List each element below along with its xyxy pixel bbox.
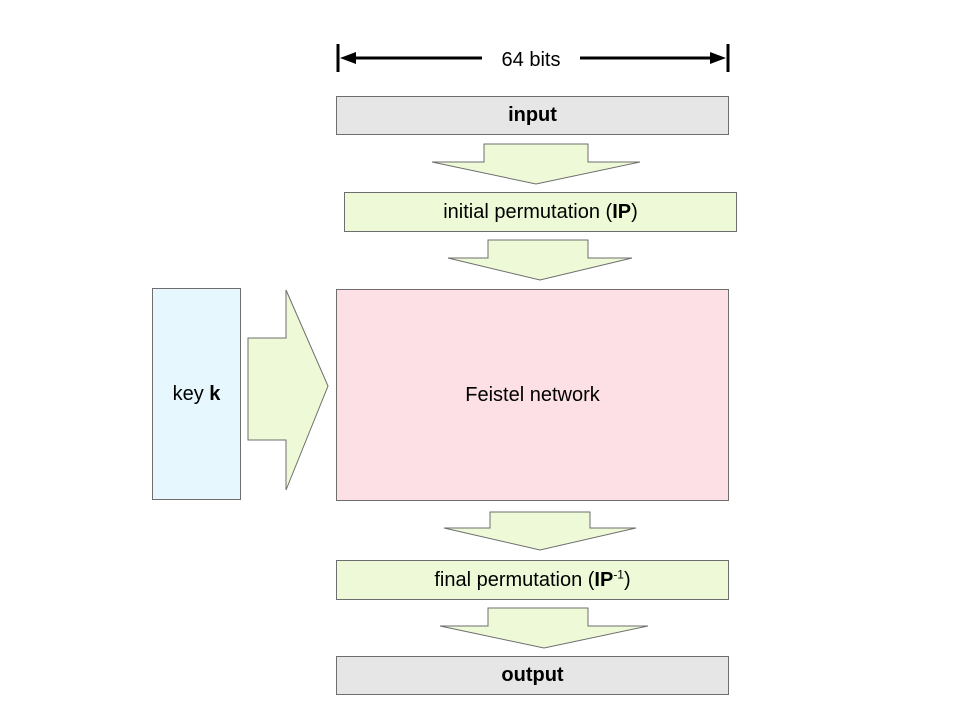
arrow-fp-to-output <box>439 607 649 649</box>
output-label: output <box>501 664 564 686</box>
initial-permutation-box: initial permutation (IP) <box>344 192 737 232</box>
arrow-input-to-ip <box>431 143 641 185</box>
arrow-ip-to-feistel <box>447 239 633 281</box>
final-permutation-label: final permutation (IP-1) <box>434 566 631 591</box>
arrow-key-to-feistel <box>247 289 329 491</box>
feistel-network-box: Feistel network <box>336 289 729 501</box>
initial-permutation-label: initial permutation (IP) <box>443 200 638 223</box>
width-label: 64 bits <box>482 46 580 74</box>
feistel-network-label: Feistel network <box>465 383 600 406</box>
key-box: key k <box>152 288 241 500</box>
arrow-feistel-to-fp <box>443 511 637 551</box>
output-box: output <box>336 656 729 695</box>
key-label: key k <box>172 382 221 405</box>
dimension-arrowhead-right <box>710 52 726 64</box>
final-permutation-box: final permutation (IP-1) <box>336 560 729 600</box>
input-label: input <box>508 104 557 126</box>
input-box: input <box>336 96 729 135</box>
dimension-arrowhead-left <box>340 52 356 64</box>
